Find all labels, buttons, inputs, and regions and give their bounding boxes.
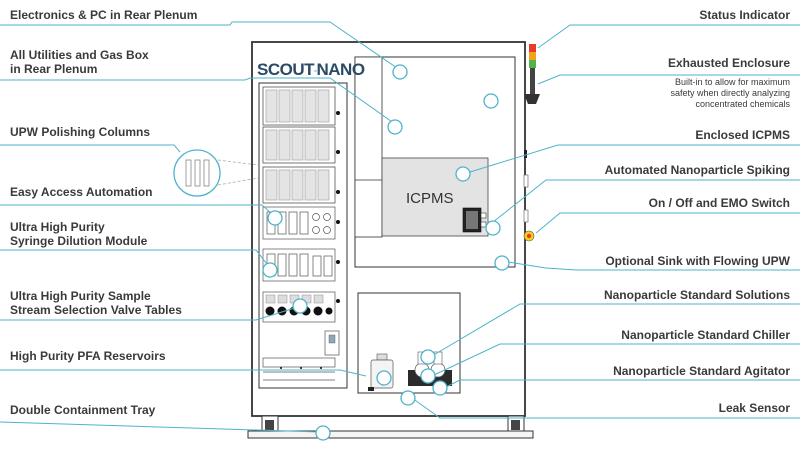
containment-tray [247, 430, 534, 439]
reservoir-shelf [262, 357, 336, 381]
brand-logo: SCOUT-NANO [257, 60, 365, 79]
label-enclosed-icpms: Enclosed ICPMS [695, 128, 790, 142]
label-upw-polishing: UPW Polishing Columns [10, 125, 150, 139]
label-status-indicator: Status Indicator [699, 8, 790, 22]
label-leak-sensor: Leak Sensor [718, 401, 790, 415]
label-emo-switch: On / Off and EMO Switch [648, 196, 790, 210]
label-sink: Optional Sink with Flowing UPW [605, 254, 790, 268]
cabinet [217, 41, 540, 439]
status-indicator-tower [524, 44, 540, 104]
label-standard-solutions: Nanoparticle Standard Solutions [603, 288, 790, 302]
callout-markers [262, 64, 510, 441]
icpms-box [381, 157, 489, 237]
label-containment-tray: Double Containment Tray [10, 403, 156, 417]
rear-plenum-panel [354, 56, 383, 238]
label-nanoparticle-spiking: Automated Nanoparticle Spiking [604, 163, 790, 177]
icpms-label: ICPMS [406, 190, 454, 207]
label-standard-chiller: Nanoparticle Standard Chiller [621, 328, 790, 342]
label-easy-access: Easy Access Automation [10, 185, 153, 199]
label-standard-agitator: Nanoparticle Standard Agitator [613, 364, 790, 378]
label-pfa-reservoirs: High Purity PFA Reservoirs [10, 349, 166, 363]
upw-columns [265, 89, 330, 201]
label-electronics: Electronics & PC in Rear Plenum [10, 8, 198, 22]
upw-magnifier [173, 149, 221, 197]
callout-lines [0, 21, 800, 433]
label-exhausted-enclosure: Exhausted Enclosure [667, 56, 790, 70]
